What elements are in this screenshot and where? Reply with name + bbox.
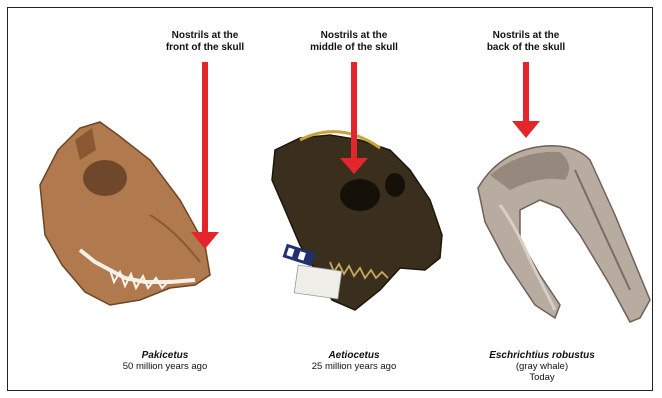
caption-pakicetus: Pakicetus 50 million years ago: [75, 350, 255, 372]
gray-whale-skull: [478, 146, 650, 322]
caption-gray-whale: Eschrichtius robustus (gray whale) Today: [452, 350, 632, 383]
label-back-of-skull: Nostrils at the back of the skull: [456, 30, 596, 54]
species-age: 25 million years ago: [264, 361, 444, 372]
label-middle-of-skull: Nostrils at the middle of the skull: [284, 30, 424, 54]
arrow-back: [512, 62, 540, 138]
species-common-name: (gray whale): [452, 361, 632, 372]
species-name: Eschrichtius robustus: [452, 350, 632, 361]
caption-aetiocetus: Aetiocetus 25 million years ago: [264, 350, 444, 372]
label-back-line1: Nostrils at the: [456, 30, 596, 42]
arrow-front: [191, 62, 219, 249]
label-front-of-skull: Nostrils at the front of the skull: [135, 30, 275, 54]
label-front-line1: Nostrils at the: [135, 30, 275, 42]
species-name: Pakicetus: [75, 350, 255, 361]
species-age: 50 million years ago: [75, 361, 255, 372]
species-age: Today: [452, 372, 632, 383]
label-back-line2: back of the skull: [456, 42, 596, 54]
species-name: Aetiocetus: [264, 350, 444, 361]
label-middle-line2: middle of the skull: [284, 42, 424, 54]
pakicetus-skull: [40, 122, 210, 305]
label-middle-line1: Nostrils at the: [284, 30, 424, 42]
label-front-line2: front of the skull: [135, 42, 275, 54]
